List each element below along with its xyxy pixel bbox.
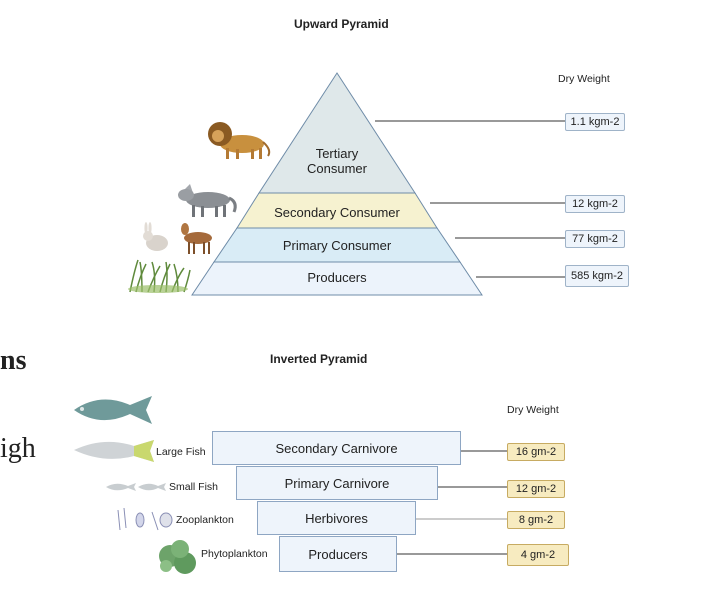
upward-title: Upward Pyramid bbox=[294, 17, 389, 31]
large-fish-2-icon bbox=[74, 440, 154, 462]
cropped-body-text: igh bbox=[0, 433, 36, 464]
primary-carnivore-bar: Primary Carnivore bbox=[236, 466, 438, 500]
lion-icon bbox=[208, 122, 271, 159]
large-fish-label: Large Fish bbox=[156, 446, 206, 458]
producers-label: Producers bbox=[307, 270, 367, 285]
deer-icon bbox=[181, 223, 212, 254]
inv-herbivores-value: 8 gm-2 bbox=[507, 511, 565, 529]
tertiary-value-box: 1.1 kgm-2 bbox=[565, 113, 625, 131]
inv-producers-value: 4 gm-2 bbox=[507, 544, 569, 566]
phytoplankton-icon bbox=[159, 540, 196, 574]
secondary-consumer-label: Secondary Consumer bbox=[274, 205, 400, 220]
herbivores-bar: Herbivores bbox=[257, 501, 416, 535]
inverted-leaders bbox=[396, 450, 507, 555]
inverted-dry-weight-label: Dry Weight bbox=[507, 404, 559, 416]
upward-pyramid bbox=[191, 72, 566, 296]
producers-value-box: 585 kgm-2 bbox=[565, 265, 629, 287]
tertiary-label-line1: Tertiary bbox=[315, 146, 359, 161]
tertiary-label-line2: Consumer bbox=[307, 161, 367, 176]
small-fish-icon bbox=[106, 483, 166, 491]
inv-producers-bar: Producers bbox=[279, 536, 397, 572]
small-fish-label: Small Fish bbox=[169, 481, 219, 493]
grass-icon bbox=[128, 259, 191, 293]
zooplankton-label: Zooplankton bbox=[176, 514, 234, 526]
large-fish-icon bbox=[74, 396, 152, 424]
zooplankton-icon bbox=[117, 507, 173, 531]
secondary-value-box: 12 kgm-2 bbox=[565, 195, 625, 213]
primary-value-box: 77 kgm-2 bbox=[565, 230, 625, 248]
cropped-heading: ns bbox=[0, 345, 27, 376]
pyramid-producers-layer bbox=[191, 261, 483, 296]
inverted-title: Inverted Pyramid bbox=[270, 352, 368, 366]
wolf-icon bbox=[178, 184, 237, 217]
primary-consumer-label: Primary Consumer bbox=[282, 238, 392, 253]
rabbit-icon bbox=[143, 222, 168, 251]
phytoplankton-label: Phytoplankton bbox=[201, 548, 268, 560]
inv-primary-carnivore-value: 12 gm-2 bbox=[507, 480, 565, 498]
secondary-carnivore-bar: Secondary Carnivore bbox=[212, 431, 461, 465]
inv-secondary-carnivore-value: 16 gm-2 bbox=[507, 443, 565, 461]
upward-dry-weight-label: Dry Weight bbox=[558, 73, 610, 85]
tertiary-consumer-label: Tertiary Consumer bbox=[287, 146, 387, 176]
